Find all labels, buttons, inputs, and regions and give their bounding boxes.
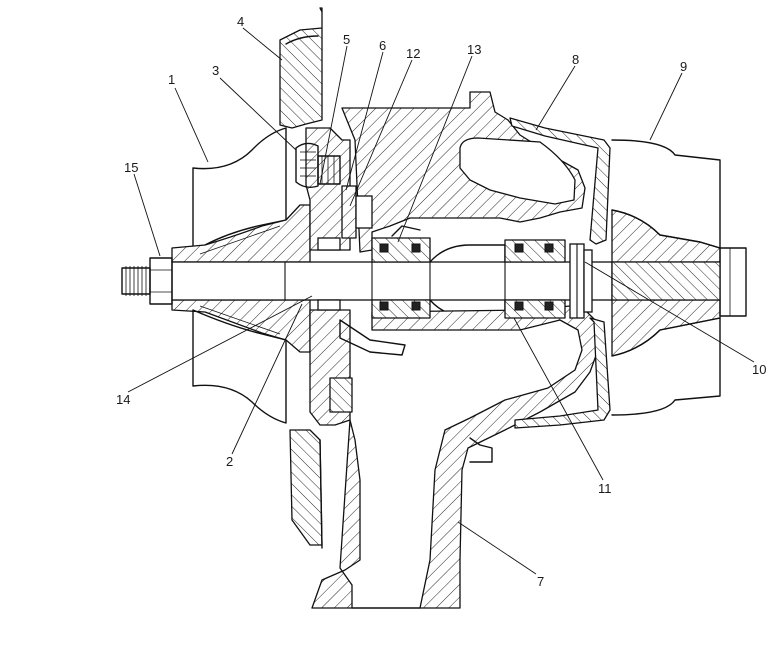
- callout-5: 5: [343, 32, 350, 47]
- compressor-wheel: [171, 127, 311, 424]
- callout-1: 1: [168, 72, 175, 87]
- callout-10: 10: [752, 362, 766, 377]
- callout-13: 13: [467, 42, 481, 57]
- turbine-wheel: [569, 139, 747, 416]
- heat-shield: [509, 117, 611, 429]
- callout-11: 11: [598, 481, 612, 496]
- compressor-housing-plate: [279, 7, 323, 549]
- bearing-housing: [311, 91, 599, 609]
- leader-lines: [127, 27, 755, 575]
- callout-labels: 1 3 4 5 6 12 13 8 9 10 11 15 14 2 7: [116, 14, 766, 589]
- callout-7: 7: [537, 574, 544, 589]
- callout-3: 3: [212, 63, 219, 78]
- callout-12: 12: [406, 46, 420, 61]
- callout-9: 9: [680, 59, 687, 74]
- callout-8: 8: [572, 52, 579, 67]
- callout-14: 14: [116, 392, 130, 407]
- callout-2: 2: [226, 454, 233, 469]
- thrust-collar: [341, 185, 373, 239]
- callout-15: 15: [124, 160, 138, 175]
- seal-plate: [295, 127, 406, 426]
- bearings: [371, 225, 566, 319]
- nut-and-thread: [121, 257, 173, 305]
- callout-4: 4: [237, 14, 244, 29]
- callout-6: 6: [379, 38, 386, 53]
